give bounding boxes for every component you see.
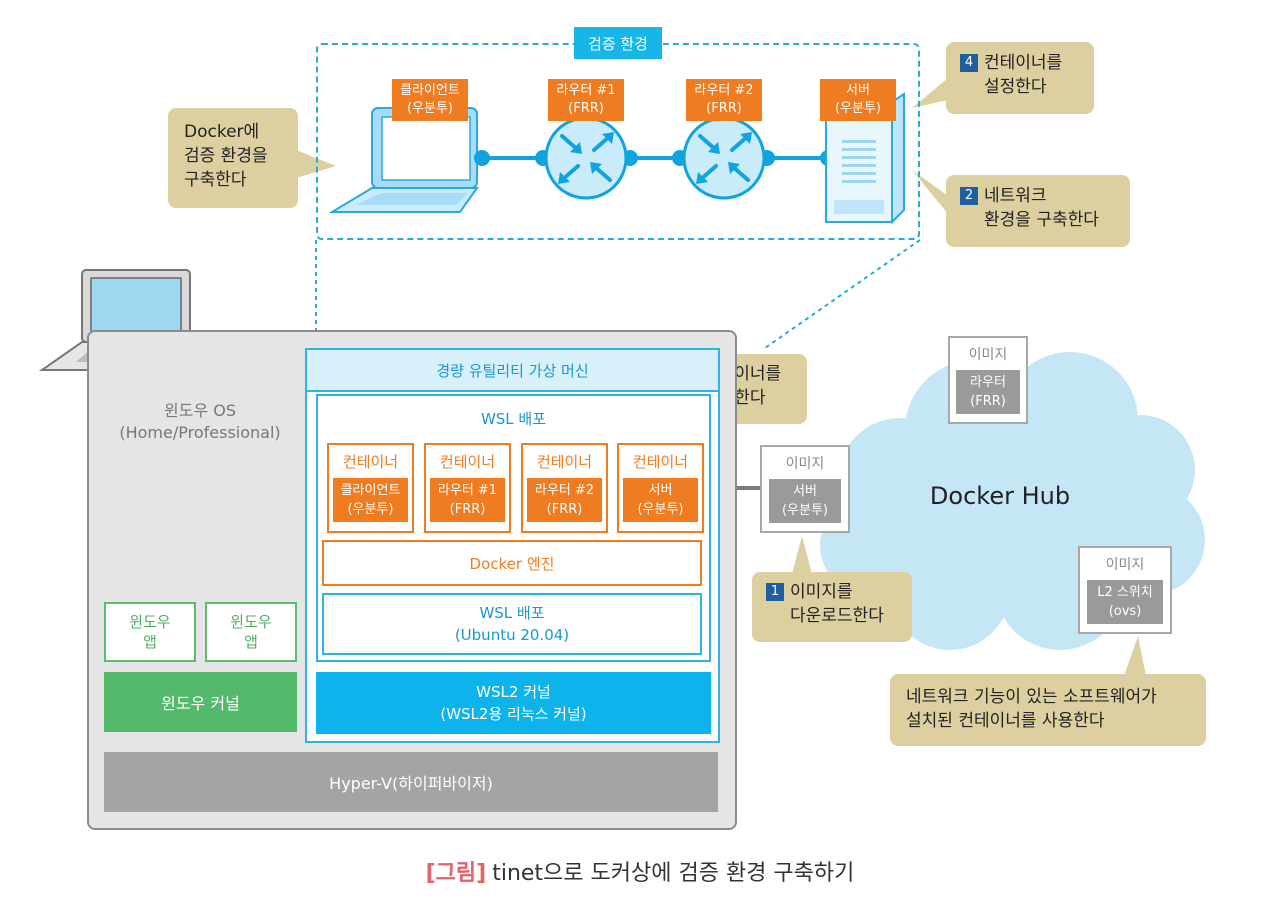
windows-kernel-box: 윈도우 커널 bbox=[104, 672, 297, 732]
image-box-switch: 이미지 L2 스위치 (ovs) bbox=[1078, 546, 1172, 634]
step-badge: 4 bbox=[960, 54, 978, 72]
server-icon bbox=[825, 92, 905, 225]
wsl-ubuntu-box: WSL 배포 (Ubuntu 20.04) bbox=[322, 593, 702, 655]
docker-engine-box: Docker 엔진 bbox=[322, 540, 702, 586]
node-label-server: 서버 (우분투) bbox=[820, 79, 896, 121]
client-laptop-icon bbox=[328, 107, 479, 213]
container-box: 컨테이너 서버 (우분투) bbox=[617, 443, 704, 533]
callout-docker-env: Docker에 검증 환경을 구축한다 bbox=[168, 108, 298, 208]
image-box-server: 이미지 서버 (우분투) bbox=[760, 445, 850, 533]
image-box-router: 이미지 라우터 (FRR) bbox=[948, 336, 1028, 424]
hypervisor-box: Hyper-V(하이퍼바이저) bbox=[104, 752, 718, 812]
wsl-distribution-label: WSL 배포 bbox=[480, 410, 547, 428]
figure-caption: [그림]tinet으로 도커상에 검증 환경 구축하기 bbox=[0, 855, 1280, 887]
caption-tag: [그림] bbox=[425, 861, 487, 886]
caption-text: tinet으로 도커상에 검증 환경 구축하기 bbox=[492, 861, 855, 886]
container-box: 컨테이너 라우터 #2 (FRR) bbox=[521, 443, 608, 533]
step-badge: 2 bbox=[960, 187, 978, 205]
test-environment-box bbox=[316, 43, 920, 240]
test-environment-label: 검증 환경 bbox=[574, 27, 662, 59]
wsl2-kernel-box: WSL2 커널 (WSL2용 리눅스 커널) bbox=[316, 672, 711, 734]
docker-hub-label: Docker Hub bbox=[929, 482, 1071, 510]
node-label-router2: 라우터 #2 (FRR) bbox=[686, 79, 762, 121]
step-badge: 1 bbox=[766, 583, 784, 601]
windows-os-label: 윈도우 OS (Home/Professional) bbox=[119, 401, 281, 442]
container-box: 컨테이너 라우터 #1 (FRR) bbox=[424, 443, 511, 533]
callout-software: 네트워크 기능이 있는 소프트웨어가 설치된 컨테이너를 사용한다 bbox=[890, 674, 1206, 746]
utility-vm-title: 경량 유틸리티 가상 머신 bbox=[307, 350, 718, 392]
router-icon bbox=[544, 116, 628, 200]
node-label-router1: 라우터 #1 (FRR) bbox=[548, 79, 624, 121]
container-box: 컨테이너 클라이언트 (우분투) bbox=[327, 443, 414, 533]
windows-app-box: 윈도우 앱 bbox=[104, 602, 196, 662]
node-label-client: 클라이언트 (우분투) bbox=[392, 79, 468, 121]
windows-app-box: 윈도우 앱 bbox=[205, 602, 297, 662]
